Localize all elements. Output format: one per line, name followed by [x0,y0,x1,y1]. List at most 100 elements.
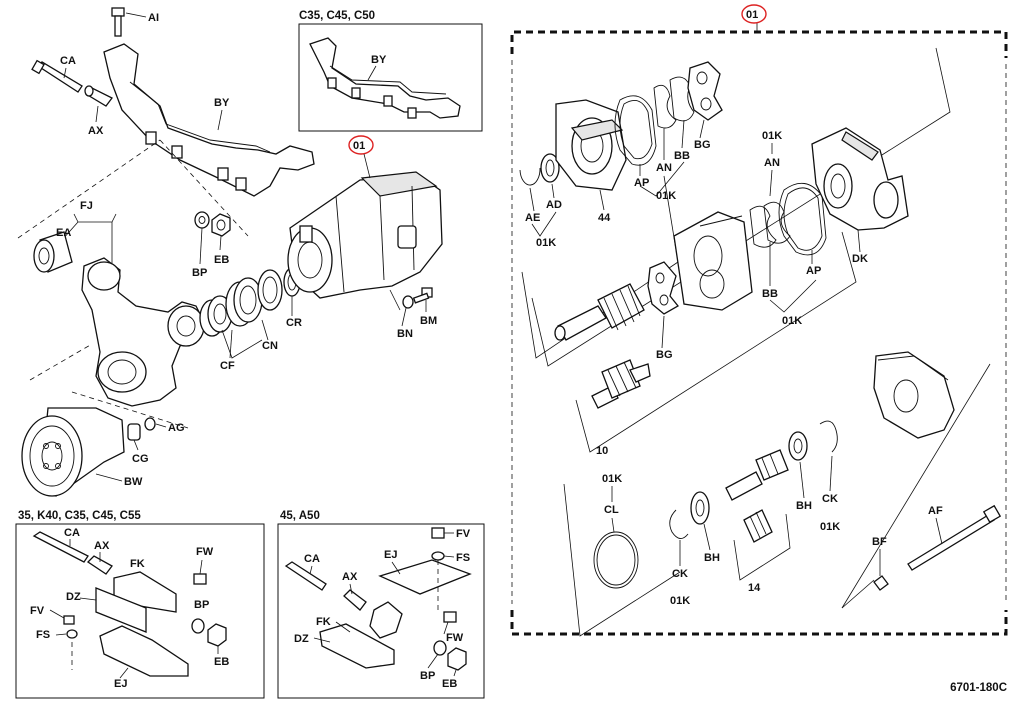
label-fj: FJ [80,200,93,212]
label-ej-bm: EJ [384,549,397,561]
label-01k-a: 01K [536,237,556,249]
label-ag: AG [168,422,185,434]
label-01k-b: 01K [656,190,676,202]
bracket-by-inset [309,37,461,119]
bracket-by [103,43,315,197]
bushing-bh-2 [788,431,808,461]
washer-fs-bl [66,629,78,639]
ref-01-right: 01 [746,9,758,21]
label-01k-f: 01K [670,595,690,607]
frame-bottom [510,610,1008,636]
label-eb-bl: EB [214,656,229,668]
label-bp-bl: BP [194,599,209,611]
plate-ej-bm [378,559,472,595]
spacer-cg [127,423,141,441]
inset-bottom-middle: 45, A50 FV CA EJ AX FS FK FW DZ BP EB [277,510,485,699]
washer-ag [144,417,156,431]
bracket-ej-bl [99,625,189,677]
label-cl: CL [604,504,619,516]
main-left-assembly: AI CA AX BY FJ [17,7,443,497]
label-dk: DK [852,253,868,265]
front-cover-44 [555,99,627,191]
seal-plate-bg-1 [687,61,723,121]
label-01k-g: 01K [820,521,840,533]
label-eb: EB [214,254,229,266]
hydraulic-pump [287,171,443,299]
inset-bl-frame [15,523,265,699]
bracket-fj [73,213,117,223]
bushing-bh-1 [690,491,710,525]
bracket-dz-bm [319,623,395,669]
label-bp-bm: BP [420,670,435,682]
label-10: 10 [596,445,608,457]
label-bb-1: BB [674,150,690,162]
bushing-ea [33,231,73,273]
nut-eb-bm [447,647,467,671]
bolt-ca-bm [284,561,327,591]
label-fv-bl: FV [30,605,45,617]
label-dz-bm: DZ [294,633,309,645]
label-an-1: AN [656,162,672,174]
backup-ring-bb-2 [763,201,791,244]
washer-bp-bm [433,640,447,656]
bolt-fv-bl [63,615,75,625]
label-cn: CN [262,340,278,352]
ring-cn [225,277,263,327]
label-cg: CG [132,453,149,465]
ref-01-highlight-right [741,4,767,24]
label-fv-bm: FV [456,528,471,540]
pump-exploded-view: 01 AE AD 01K 44 [510,4,1008,637]
label-an-2: AN [764,157,780,169]
bolt-bm [412,287,433,304]
snap-ring-ck-1 [669,509,689,539]
label-fw-bl: FW [196,546,214,558]
washer-fs-bm [431,551,445,561]
plate-dz-bl [95,587,147,633]
label-cf: CF [220,360,235,372]
label-bf: BF [872,536,887,548]
gear-housing [673,211,753,311]
bolt-ca-bl [32,531,89,563]
washer-bn [402,295,414,309]
label-bp: BP [192,267,207,279]
label-bb-2: BB [762,288,778,300]
bolt-af [907,504,1002,571]
bolt-fw-bl [193,573,207,585]
label-af: AF [928,505,943,517]
label-by-inset: BY [371,54,387,66]
bolt-ca [31,59,83,93]
label-fk-bl: FK [130,558,145,570]
label-ea: EA [56,227,71,239]
label-bm: BM [420,315,437,327]
label-44: 44 [598,212,611,224]
label-fw-bm: FW [446,632,464,644]
label-cr: CR [286,317,302,329]
label-ca: CA [60,55,76,67]
label-ax-bl: AX [94,540,110,552]
snap-ring-ck-2 [819,420,838,453]
label-ad: AD [546,199,562,211]
label-ap-1: AP [634,177,649,189]
inset-top: C35, C45, C50 BY [298,10,483,132]
bolt-fv-bm [431,527,445,539]
nut-eb-bl [207,623,227,647]
spacer-ax-bl [86,555,113,575]
label-ai: AI [148,12,159,24]
diagram-id: 6701-180C [950,682,1007,694]
label-01k-e: 01K [602,473,622,485]
label-ej-bl: EJ [114,678,127,690]
label-bg-1: BG [694,139,711,151]
spacer-ax-bm [343,589,367,611]
inset-bm-title: 45, A50 [280,510,320,522]
bushing-bm [369,601,403,639]
label-bn: BN [397,328,413,340]
label-fs-bm: FS [456,552,470,564]
label-bh-1: BH [704,552,720,564]
inset-bm-frame [277,523,485,699]
label-14: 14 [748,582,761,594]
o-ring-ap-2 [778,182,827,256]
o-ring-ap-1 [614,95,657,166]
washer-bp [194,211,210,229]
pulley-bw [21,407,125,497]
inset-top-title: C35, C45, C50 [299,10,375,22]
